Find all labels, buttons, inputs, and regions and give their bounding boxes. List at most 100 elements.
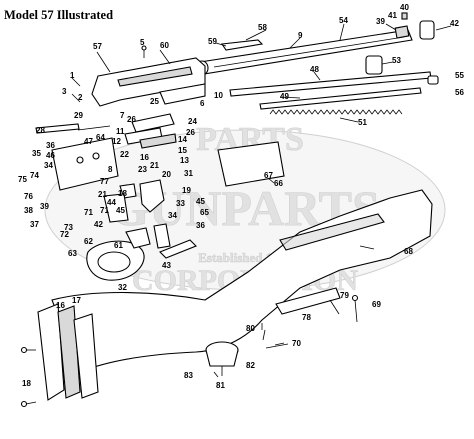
callout-42: 42 xyxy=(450,19,459,28)
callout-70: 70 xyxy=(292,339,301,348)
callout-26: 26 xyxy=(127,115,136,124)
leader-lines xyxy=(96,23,452,378)
callout-33: 33 xyxy=(176,199,185,208)
callout-35: 35 xyxy=(32,149,41,158)
callout-31: 31 xyxy=(184,169,193,178)
callout-53: 53 xyxy=(392,56,401,65)
callout-3: 3 xyxy=(62,87,67,96)
callout-1: 1 xyxy=(70,71,75,80)
callout-55: 55 xyxy=(455,71,464,80)
callout-15: 15 xyxy=(178,146,187,155)
callout-49: 49 xyxy=(280,92,289,101)
callout-17: 17 xyxy=(72,296,81,305)
callout-74: 74 xyxy=(30,171,39,180)
callout-82: 82 xyxy=(246,361,255,370)
callout-34: 34 xyxy=(44,161,53,170)
callout-67: 67 xyxy=(264,171,273,180)
lever xyxy=(86,227,151,281)
callout-75: 75 xyxy=(18,175,27,184)
callout-5: 5 xyxy=(140,38,145,47)
callout-6: 6 xyxy=(200,99,205,108)
callout-64: 64 xyxy=(96,133,105,142)
diagram-title: Model 57 Illustrated xyxy=(4,8,113,22)
callout-25: 25 xyxy=(150,97,159,106)
callout-73: 73 xyxy=(64,223,73,232)
callout-20: 20 xyxy=(162,170,171,179)
callout-labels: 57 5 60 58 59 9 54 39 41 40 42 53 48 55 … xyxy=(18,3,464,390)
callout-68: 68 xyxy=(404,247,413,256)
callout-32: 32 xyxy=(118,283,127,292)
stock xyxy=(51,189,433,373)
callout-46: 46 xyxy=(46,151,55,160)
callout-9: 9 xyxy=(298,31,303,40)
callout-12: 12 xyxy=(112,137,121,146)
callout-13: 13 xyxy=(180,156,189,165)
magazine-spring xyxy=(269,109,403,115)
firing-pin xyxy=(35,123,111,134)
callout-8: 8 xyxy=(108,165,113,174)
callout-24: 24 xyxy=(188,117,197,126)
callout-22: 22 xyxy=(120,150,129,159)
callout-28: 28 xyxy=(36,126,45,135)
callout-71: 71 xyxy=(84,208,93,217)
callout-62: 62 xyxy=(84,237,93,246)
callout-29: 29 xyxy=(74,111,83,120)
callout-41: 41 xyxy=(388,11,397,20)
callout-66: 66 xyxy=(274,179,283,188)
callout-45: 45 xyxy=(196,197,205,206)
rear-sight xyxy=(221,39,264,51)
sling-swivel xyxy=(205,341,239,376)
callout-14: 14 xyxy=(178,135,187,144)
callout-78: 78 xyxy=(302,313,311,322)
callout-44: 44 xyxy=(107,198,116,207)
callout-21b: 21 xyxy=(98,190,107,199)
callout-54: 54 xyxy=(339,16,348,25)
callout-11: 11 xyxy=(116,127,125,136)
callout-43: 43 xyxy=(162,261,171,270)
callout-42b: 42 xyxy=(94,220,103,229)
callout-63: 63 xyxy=(68,249,77,258)
callout-79: 79 xyxy=(340,291,349,300)
hammer-sear-parts xyxy=(103,179,171,249)
barrel-band xyxy=(365,55,383,75)
tang-plate xyxy=(275,287,341,315)
buttplates xyxy=(37,303,99,401)
callout-36: 36 xyxy=(46,141,55,150)
callout-39b: 39 xyxy=(40,202,49,211)
callout-71b: 71 xyxy=(100,206,109,215)
bolt-assembly xyxy=(124,113,177,149)
magazine-tube xyxy=(229,71,432,110)
callout-81: 81 xyxy=(216,381,225,390)
callout-57: 57 xyxy=(93,42,102,51)
callout-51: 51 xyxy=(358,118,367,127)
callout-59: 59 xyxy=(208,37,217,46)
callout-18: 18 xyxy=(22,379,31,388)
callout-21: 21 xyxy=(150,161,159,170)
callout-77: 77 xyxy=(100,177,109,186)
callout-80: 80 xyxy=(246,324,255,333)
side-plate xyxy=(217,141,285,187)
callout-72: 72 xyxy=(60,230,69,239)
lever-link xyxy=(159,239,197,259)
tube-plug xyxy=(427,75,439,85)
callout-40: 40 xyxy=(400,3,409,12)
callout-76: 76 xyxy=(24,192,33,201)
callout-19: 19 xyxy=(182,186,191,195)
front-sight xyxy=(394,12,435,40)
trigger-plate xyxy=(51,137,119,191)
callout-7: 7 xyxy=(120,111,125,120)
callout-16: 16 xyxy=(56,301,65,310)
callout-56: 56 xyxy=(455,88,464,97)
callout-2: 2 xyxy=(78,93,83,102)
callout-83: 83 xyxy=(184,371,193,380)
callout-58: 58 xyxy=(258,23,267,32)
callout-37: 37 xyxy=(30,220,39,229)
callout-48: 48 xyxy=(310,65,319,74)
callout-36b: 36 xyxy=(196,221,205,230)
callout-23: 23 xyxy=(138,165,147,174)
callout-18b: 18 xyxy=(118,189,127,198)
callout-60: 60 xyxy=(160,41,169,50)
watermark-line1: PARTS xyxy=(196,121,304,158)
callout-45b: 45 xyxy=(116,206,125,215)
